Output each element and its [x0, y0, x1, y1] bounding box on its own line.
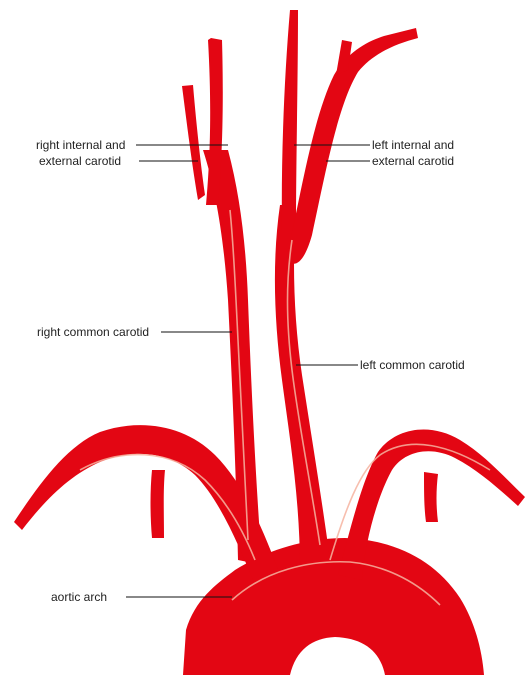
label-right-internal-external-line2: external carotid [39, 154, 121, 168]
label-aortic-arch: aortic arch [51, 590, 107, 604]
label-left-internal-external-line1: left internal and [372, 138, 454, 152]
left-internal-carotid-shape [282, 10, 298, 230]
label-left-common-carotid: left common carotid [360, 358, 465, 372]
aortic-arch-shape [183, 538, 484, 675]
right-vertebral-branch [151, 470, 166, 538]
label-right-internal-external-line1: right internal and [36, 138, 125, 152]
left-vertebral-branch [424, 472, 438, 522]
label-left-internal-external-line2: external carotid [372, 154, 454, 168]
label-right-common-carotid: right common carotid [37, 325, 149, 339]
left-common-carotid-shape [275, 205, 330, 570]
right-internal-carotid-shape [182, 85, 205, 200]
